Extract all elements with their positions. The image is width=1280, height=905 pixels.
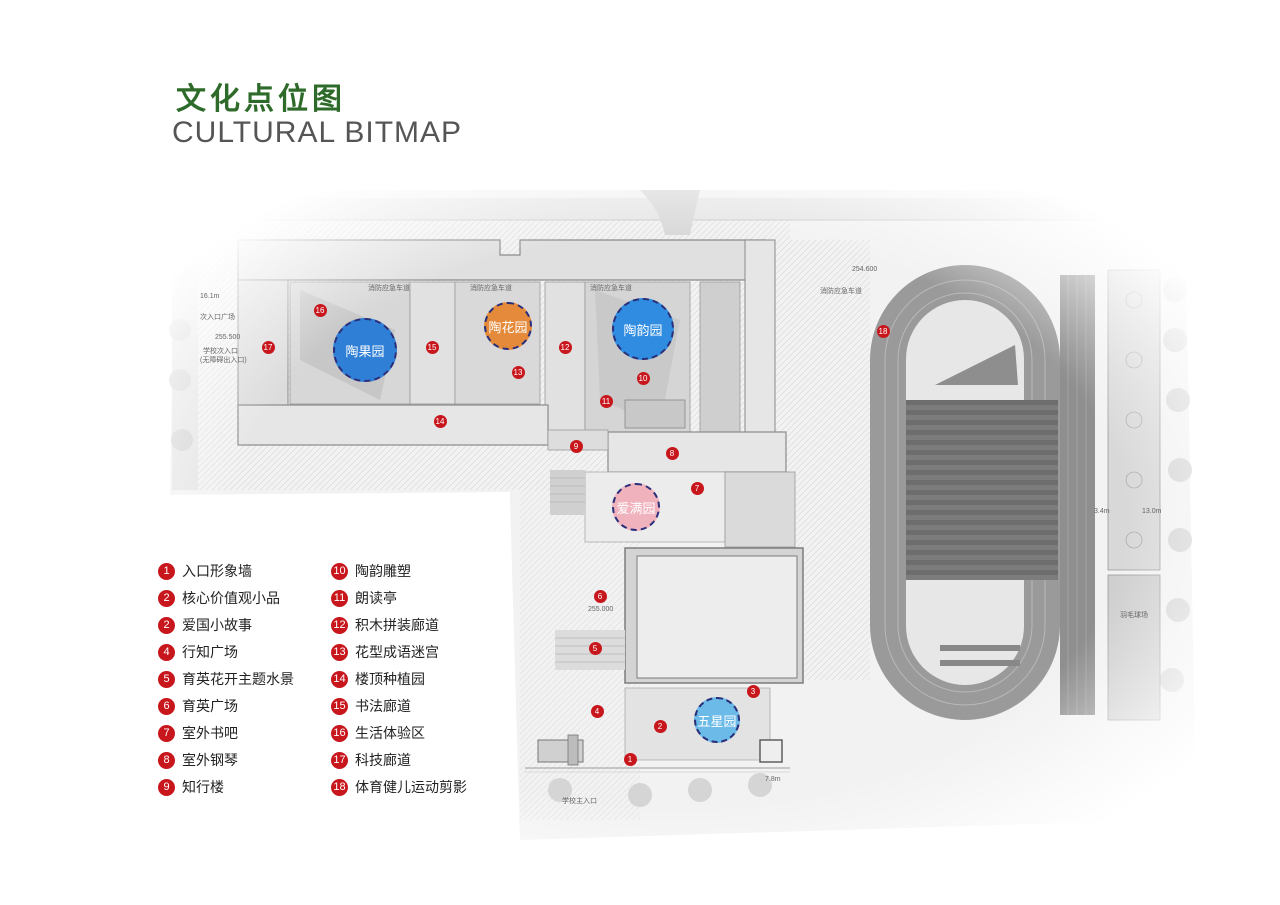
dimension-label-2: 7.8m [765,776,781,783]
legend-label: 室外书吧 [182,726,238,742]
fire-lane-label-3: 消防应急车道 [820,288,862,295]
map-marker-5[interactable]: 5 [588,641,602,655]
legend-number: 10 [331,562,348,580]
legend-label: 育英花开主题水景 [182,672,294,688]
legend-item-8: 8 室外钢琴 [158,750,238,770]
legend-number: 2 [158,589,175,607]
legend-item-17: 17 科技廊道 [331,750,411,770]
legend-label: 书法廊道 [355,699,411,715]
map-marker-10[interactable]: 10 [636,371,650,385]
legend-label: 育英广场 [182,699,238,715]
garden-taoguo[interactable]: 陶果园 [333,318,397,382]
legend-label: 科技廊道 [355,753,411,769]
legend-number: 17 [331,751,348,769]
legend-label: 楼顶种植园 [355,672,425,688]
map-marker-7[interactable]: 7 [690,481,704,495]
garden-aiman[interactable]: 爱满园 [612,483,660,531]
legend-item-18: 18 体育健儿运动剪影 [331,777,467,797]
map-marker-2[interactable]: 2 [653,719,667,733]
garden-taohua[interactable]: 陶花园 [484,302,532,350]
legend-number: 14 [331,670,348,688]
legend-number: 15 [331,697,348,715]
map-marker-9[interactable]: 9 [569,439,583,453]
school-main-entrance-label: 学校主入口 [562,798,597,805]
map-marker-13[interactable]: 13 [511,365,525,379]
legend-label: 知行楼 [182,780,224,796]
legend-label: 花型成语迷宫 [355,645,439,661]
dimension-label-1: 16.1m [200,293,220,300]
legend-item-11: 11 朗读亭 [331,588,397,608]
legend-item-2: 2 核心价值观小品 [158,588,280,608]
legend-number: 13 [331,643,348,661]
legend-item-4: 4 行知广场 [158,642,238,662]
dimension-label-4: 3.4m [1094,508,1110,515]
legend-number: 8 [158,751,175,769]
legend-item-3: 2 爱国小故事 [158,615,252,635]
legend-item-16: 16 生活体验区 [331,723,425,743]
legend-number: 7 [158,724,175,742]
map-marker-11[interactable]: 11 [599,394,613,408]
map-marker-18[interactable]: 18 [876,324,890,338]
page-title: 文化点位图 [176,82,346,117]
garden-taoyun[interactable]: 陶韵园 [612,298,674,360]
legend-label: 爱国小故事 [182,618,252,634]
legend-number: 6 [158,697,175,715]
legend-label: 积木拼装廊道 [355,618,439,634]
legend-label: 核心价值观小品 [182,591,280,607]
legend-number: 4 [158,643,175,661]
legend-label: 陶韵雕塑 [355,564,411,580]
legend-item-1: 1 入口形象墙 [158,561,252,581]
map-marker-3[interactable]: 3 [746,684,760,698]
page-subtitle: CULTURAL BITMAP [172,116,463,149]
map-marker-17[interactable]: 17 [261,340,275,354]
dimension-label-3: 13.0m [1142,508,1162,515]
barrier-free-label: (无障碍出入口) [200,357,247,364]
legend-label: 行知广场 [182,645,238,661]
map-marker-14[interactable]: 14 [433,414,447,428]
legend-item-9: 9 知行楼 [158,777,224,797]
legend-item-14: 14 楼顶种植园 [331,669,425,689]
legend-number: 16 [331,724,348,742]
fire-lane-label-1: 消防应急车道 [470,285,512,292]
garden-wuxing[interactable]: 五星园 [694,697,740,743]
elevation-label-1: 254.600 [852,266,878,273]
map-marker-4[interactable]: 4 [590,704,604,718]
legend-label: 朗读亭 [355,591,397,607]
secondary-entrance-label: 次入口广场 [200,314,235,321]
legend-label: 体育健儿运动剪影 [355,780,467,796]
legend-number: 5 [158,670,175,688]
map-marker-1[interactable]: 1 [623,752,637,766]
legend-number: 2 [158,616,175,634]
legend-label: 生活体验区 [355,726,425,742]
legend-item-12: 12 积木拼装廊道 [331,615,439,635]
legend-number: 1 [158,562,175,580]
elevation-label-3: 255.500 [215,334,241,341]
legend-number: 11 [331,589,348,607]
legend-item-7: 7 室外书吧 [158,723,238,743]
legend-label: 入口形象墙 [182,564,252,580]
fire-lane-label-4: 消防应急车道 [368,285,410,292]
map-marker-12[interactable]: 12 [558,340,572,354]
legend-item-15: 15 书法廊道 [331,696,411,716]
legend-label: 室外钢琴 [182,753,238,769]
badminton-label: 羽毛球场 [1120,612,1148,619]
legend-item-10: 10 陶韵雕塑 [331,561,411,581]
fire-lane-label-2: 消防应急车道 [590,285,632,292]
legend-number: 9 [158,778,175,796]
school-secondary-entrance-label: 学校次入口 [203,348,238,355]
map-marker-16[interactable]: 16 [313,303,327,317]
map-marker-8[interactable]: 8 [665,446,679,460]
legend-item-13: 13 花型成语迷宫 [331,642,439,662]
legend-item-5: 5 育英花开主题水景 [158,669,294,689]
legend-item-6: 6 育英广场 [158,696,238,716]
elevation-label-2: 255.000 [588,606,614,613]
legend-number: 12 [331,616,348,634]
map-marker-15[interactable]: 15 [425,340,439,354]
map-marker-6[interactable]: 6 [593,589,607,603]
legend-number: 18 [331,778,348,796]
